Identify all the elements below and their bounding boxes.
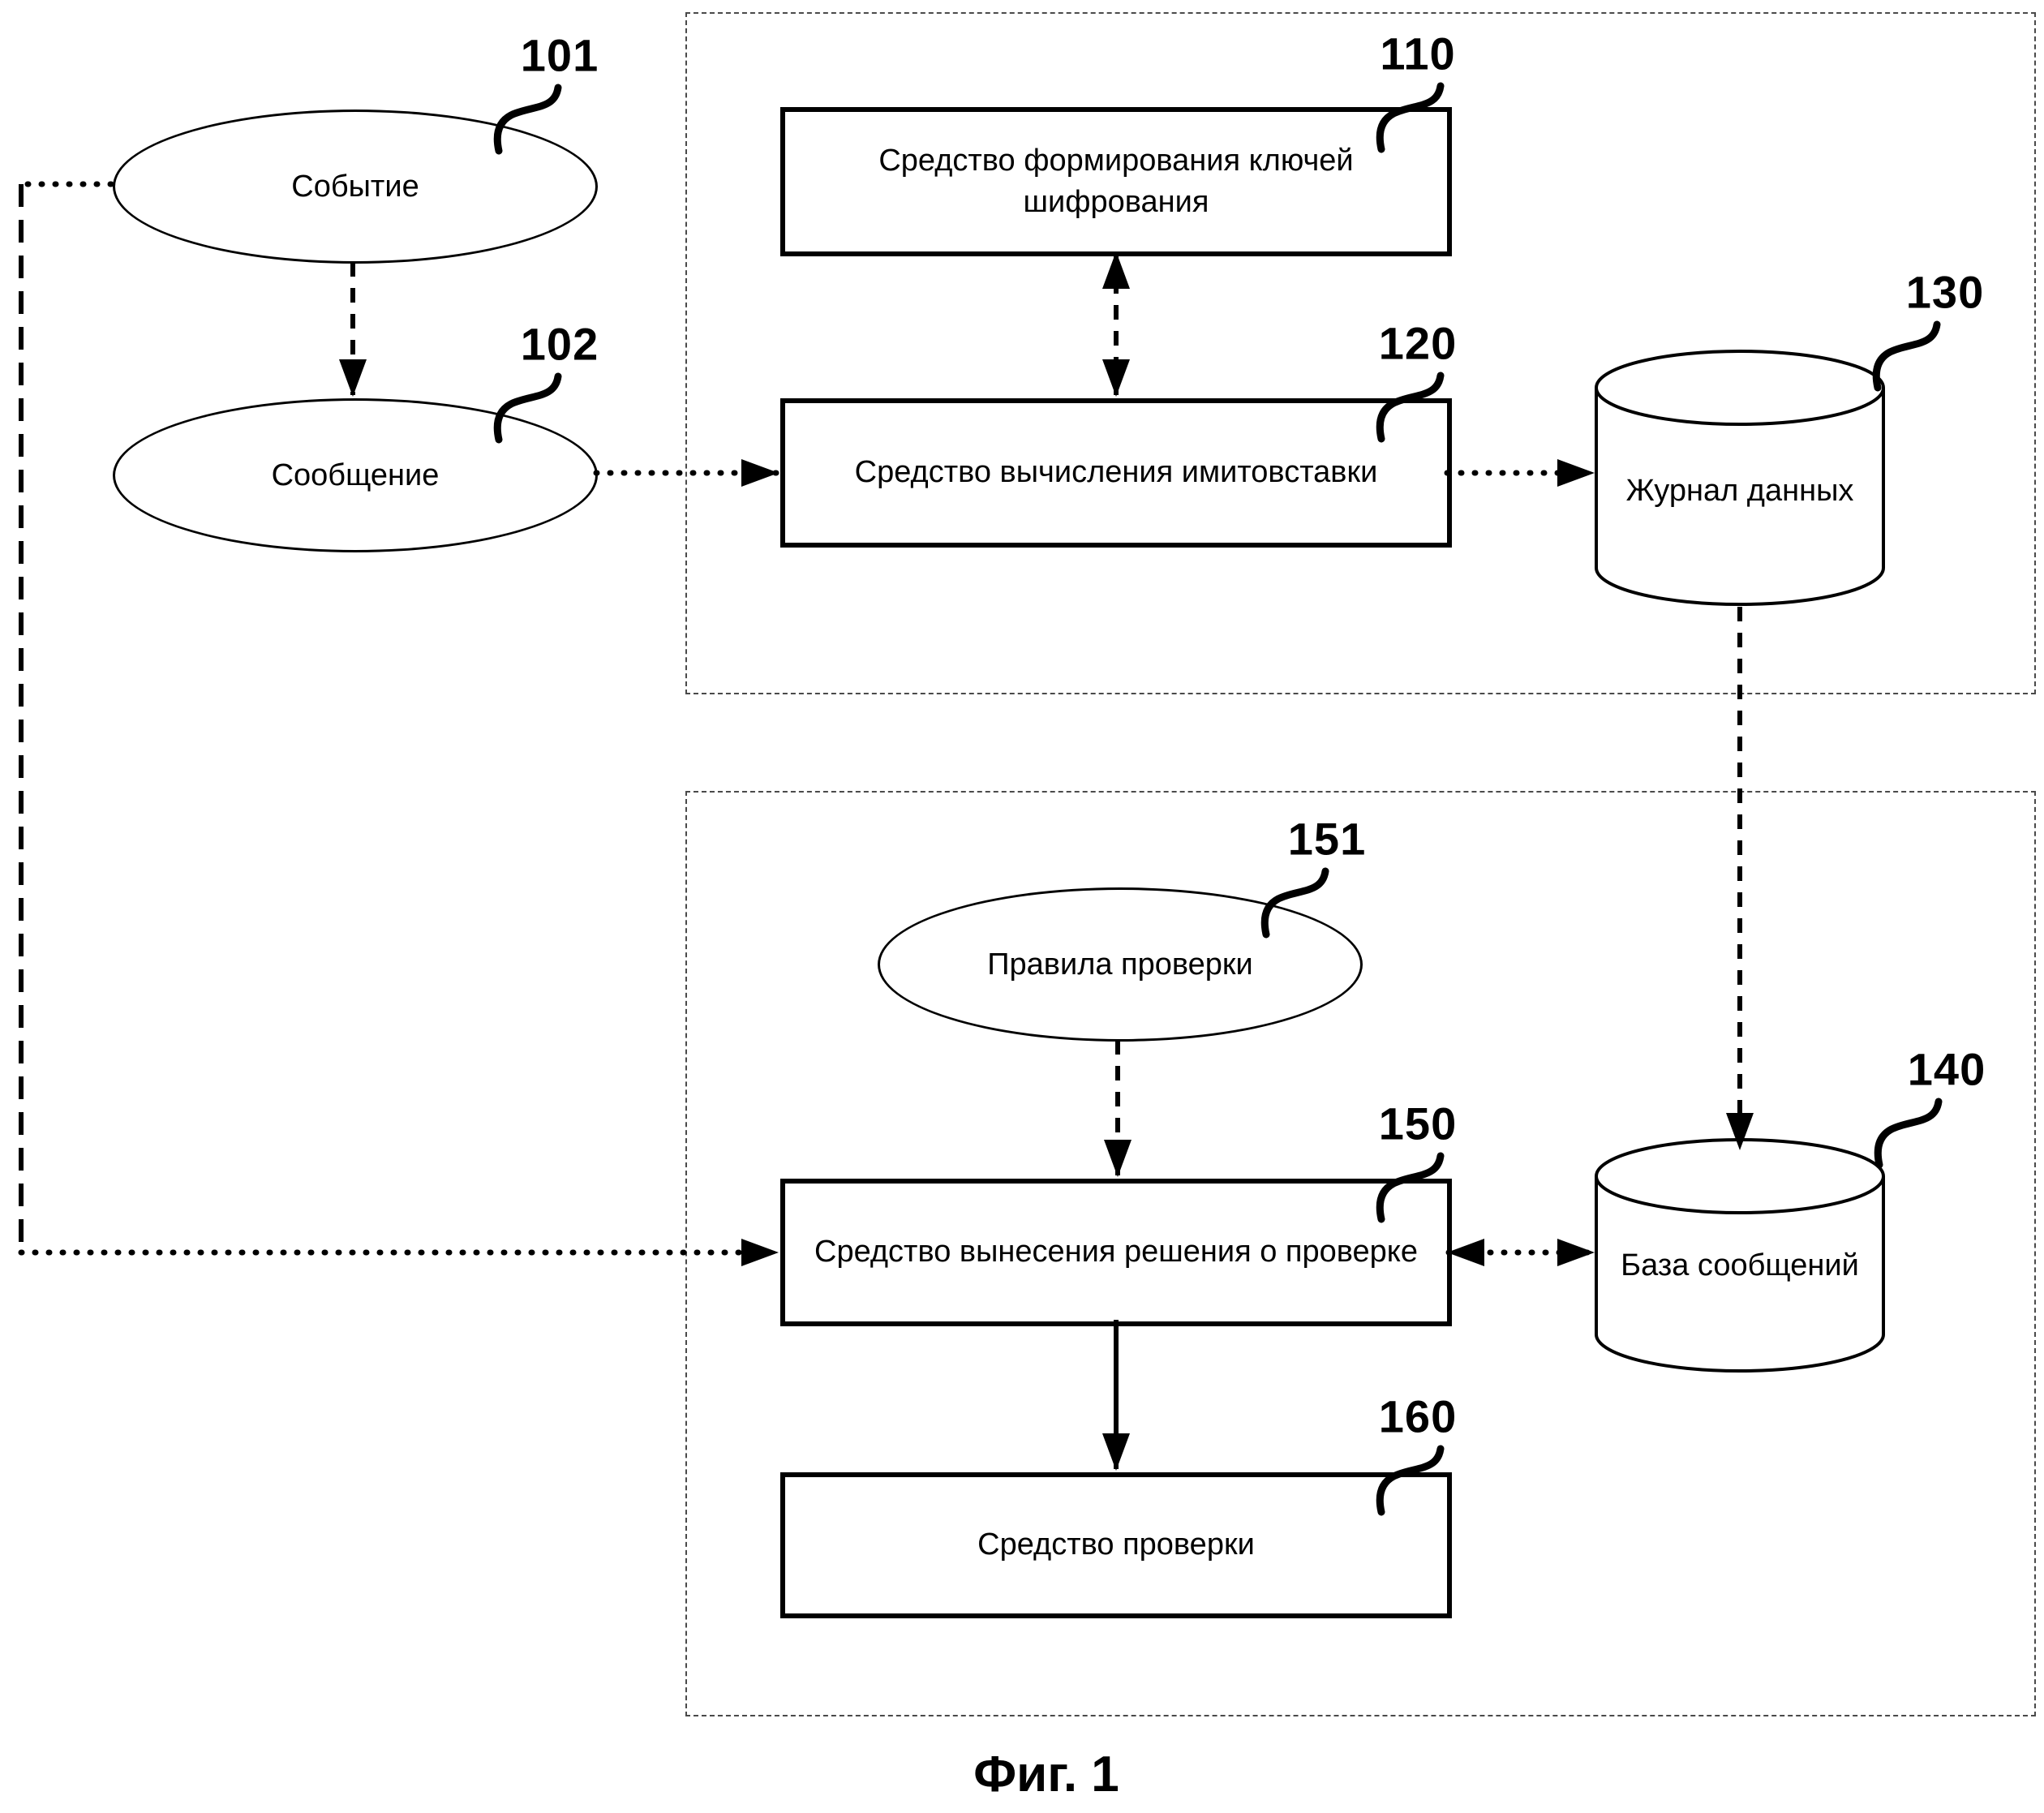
ellipse-check-rules: Правила проверки: [878, 887, 1363, 1042]
group-mac-generation: [685, 12, 2036, 694]
ref-label-101: 101: [520, 29, 599, 81]
cylinder-message-base: [1595, 1138, 1885, 1373]
figure-caption: Фиг. 1: [973, 1746, 1119, 1802]
box-decision-label: Средство вынесения решения о проверке: [814, 1235, 1418, 1270]
ref-label-160: 160: [1378, 1390, 1458, 1442]
ellipse-check-rules-label: Правила проверки: [987, 947, 1253, 982]
cylinder-data-journal: [1595, 350, 1885, 606]
ref-label-120: 120: [1378, 317, 1458, 369]
box-key-generation-label: Средство формирования ключей шифрования: [878, 143, 1354, 219]
box-mac-calculation-label: Средство вычисления имитовставки: [854, 455, 1378, 490]
box-mac-calculation: Средство вычисления имитовставки: [780, 398, 1452, 548]
ref-label-151: 151: [1287, 813, 1367, 865]
box-checker-label: Средство проверки: [977, 1527, 1255, 1562]
box-decision: Средство вынесения решения о проверке: [780, 1179, 1452, 1326]
ellipse-message-label: Сообщение: [271, 458, 440, 492]
ref-label-110: 110: [1380, 28, 1456, 79]
cylinder-message-base-label-area: База сообщений: [1596, 1191, 1883, 1341]
cylinder-data-journal-label-area: Журнал данных: [1596, 406, 1883, 576]
ref-label-140: 140: [1907, 1043, 1986, 1095]
ref-label-150: 150: [1378, 1098, 1458, 1149]
ref-label-130: 130: [1905, 266, 1985, 318]
cylinder-data-journal-label: Журнал данных: [1625, 473, 1854, 508]
cylinder-message-base-label: База сообщений: [1621, 1248, 1859, 1282]
ellipse-event-label: Событие: [291, 169, 419, 204]
ref-label-102: 102: [520, 318, 599, 370]
box-checker: Средство проверки: [780, 1472, 1452, 1618]
